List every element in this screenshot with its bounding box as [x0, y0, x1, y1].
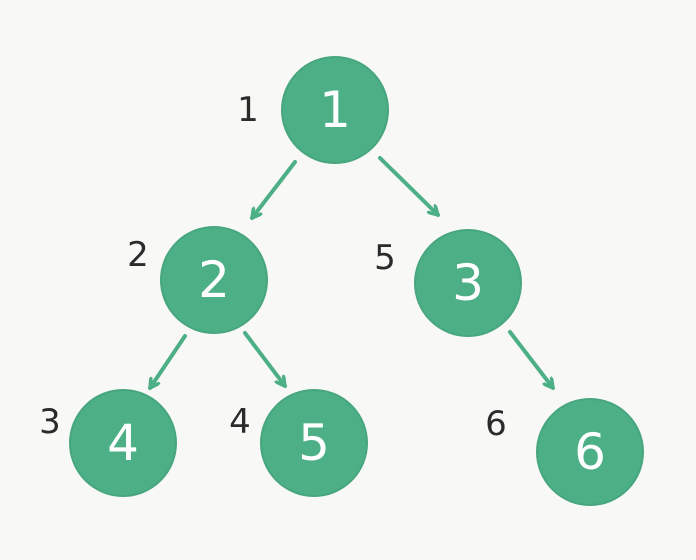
node-value-label: 1: [319, 81, 351, 139]
edge-arrow-n1-n3: [378, 156, 440, 217]
node-value-label: 6: [574, 423, 606, 481]
node-circle: [160, 226, 268, 334]
nodes-layer: 1 2 3 4 5 6: [69, 56, 644, 506]
tree-node-4: 4: [69, 389, 177, 497]
edge-arrow-n2-n4: [148, 334, 187, 390]
node-value-label: 4: [107, 414, 139, 472]
edges-layer: [148, 156, 555, 390]
visit-order-label-4: 3: [39, 402, 61, 442]
node-circle: [281, 56, 389, 164]
node-circle: [536, 398, 644, 506]
node-value-label: 5: [298, 414, 330, 472]
tree-node-3: 3: [414, 229, 522, 337]
tree-node-6: 6: [536, 398, 644, 506]
visit-order-label-1: 1: [237, 90, 259, 130]
node-circle: [69, 389, 177, 497]
visit-order-label-2: 2: [127, 235, 149, 275]
node-value-label: 3: [452, 254, 484, 312]
tree-node-2: 2: [160, 226, 268, 334]
visit-order-label-6: 6: [485, 404, 507, 444]
visit-order-label-3: 5: [374, 238, 396, 278]
edge-arrow-n2-n5: [243, 331, 287, 388]
node-value-label: 2: [198, 251, 230, 309]
visit-order-label-5: 4: [229, 402, 251, 442]
node-circle: [414, 229, 522, 337]
order-labels-layer: 1 2 5 3 4 6: [39, 90, 507, 444]
tree-node-5: 5: [260, 389, 368, 497]
edge-arrow-n1-n2: [250, 160, 297, 220]
edge-arrow-n3-n6: [508, 330, 555, 390]
tree-node-1: 1: [281, 56, 389, 164]
node-circle: [260, 389, 368, 497]
